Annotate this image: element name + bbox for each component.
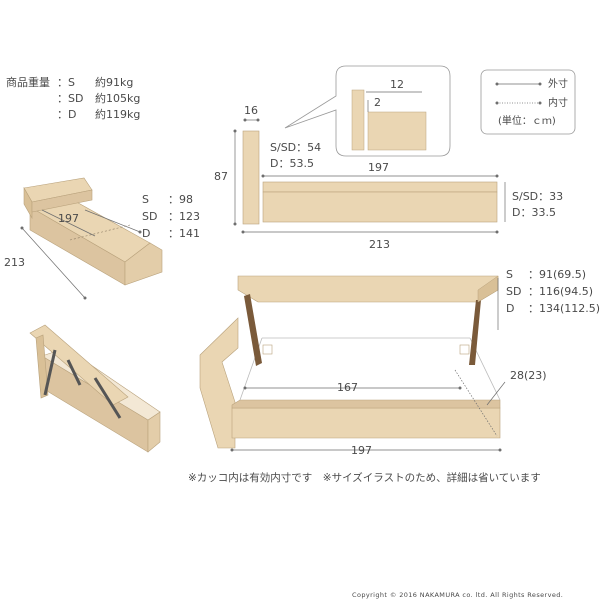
frame-height-d-label: D：53.5 bbox=[270, 157, 314, 170]
open-width-size-d: D bbox=[506, 302, 515, 315]
open-width-value-s: ：91(69.5) bbox=[528, 268, 587, 281]
detail-width-label: 12 bbox=[390, 78, 404, 91]
iso-inner-length-label: 197 bbox=[58, 212, 79, 225]
side-view-illustration bbox=[242, 130, 498, 225]
detail-callout bbox=[284, 65, 451, 157]
legend-outer: 外寸 bbox=[548, 79, 568, 90]
storage-depth-line bbox=[454, 369, 498, 437]
weight-value-sd: 約105kg bbox=[95, 92, 141, 105]
weight-size-d: ：D bbox=[57, 108, 77, 121]
headboard-width-label: 16 bbox=[244, 104, 258, 117]
open-width-size-s: S bbox=[506, 268, 513, 281]
outer-length-label: 213 bbox=[369, 238, 390, 251]
open-width-size-sd: SD bbox=[506, 285, 522, 298]
weight-title: 商品重量 bbox=[6, 76, 50, 89]
open-width-value-sd: ：116(94.5) bbox=[528, 285, 594, 298]
iso-length-dimension-line bbox=[21, 227, 86, 299]
legend-box bbox=[480, 69, 576, 135]
iso-length-label: 213 bbox=[4, 256, 25, 269]
height-label: 87 bbox=[214, 170, 228, 183]
base-height-d-label: D：33.5 bbox=[512, 206, 556, 219]
storage-depth-label: 28(23) bbox=[510, 369, 547, 382]
weight-value-s: 約91kg bbox=[95, 76, 134, 89]
weight-size-sd: ：SD bbox=[57, 92, 84, 105]
copyright-text: Copyright © 2016 NAKAMURA co. ltd. All R… bbox=[352, 591, 564, 599]
open-bed-illustration bbox=[29, 324, 161, 453]
iso-width-size-sd: SD bbox=[142, 210, 158, 223]
open-inner-length-label: 197 bbox=[351, 444, 372, 457]
note-text: ※カッコ内は有効内寸です ※サイズイラストのため、詳細は省いています bbox=[188, 472, 541, 484]
inner-length-label: 197 bbox=[368, 161, 389, 174]
iso-width-size-s: S bbox=[142, 193, 149, 206]
iso-width-value-d: ：141 bbox=[168, 227, 200, 240]
legend-inner: 内寸 bbox=[548, 98, 568, 109]
iso-width-line bbox=[84, 209, 141, 233]
legend-unit: (単位：ｃｍ) bbox=[498, 116, 556, 127]
large-open-bed-illustration bbox=[199, 275, 501, 449]
open-width-value-d: ：134(112.5) bbox=[528, 302, 600, 315]
iso-width-size-d: D bbox=[142, 227, 151, 240]
weight-value-d: 約119kg bbox=[95, 108, 141, 121]
frame-height-s-sd-label: S/SD：54 bbox=[270, 141, 322, 154]
iso-bed-illustration bbox=[23, 177, 163, 286]
base-height-s-sd-label: S/SD：33 bbox=[512, 190, 564, 203]
storage-length-label: 167 bbox=[337, 381, 358, 394]
iso-inner-length-line bbox=[41, 209, 96, 237]
iso-width-value-sd: ：123 bbox=[168, 210, 200, 223]
weight-size-s: ：S bbox=[57, 76, 75, 89]
iso-width-value-s: ：98 bbox=[168, 193, 193, 206]
detail-gap-label: 2 bbox=[374, 96, 381, 109]
